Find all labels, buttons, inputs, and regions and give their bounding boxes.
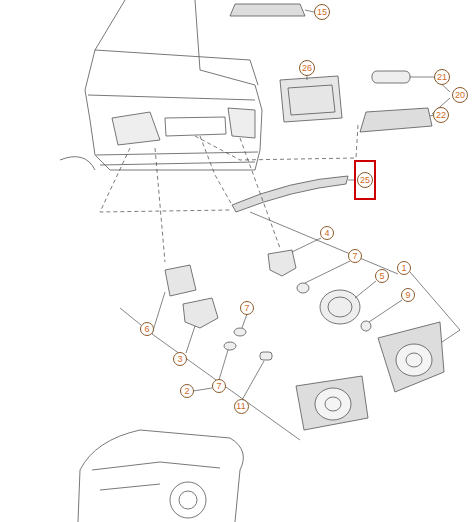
leader-line <box>355 281 376 298</box>
callout-number: 7 <box>244 304 249 313</box>
callout-number: 26 <box>299 60 315 76</box>
dash-line <box>195 125 358 160</box>
leader-line <box>242 361 264 400</box>
callout-number: 20 <box>452 87 468 103</box>
lamp-housing <box>296 376 368 430</box>
callout-number: 22 <box>436 111 446 120</box>
bulb-holder <box>268 250 296 276</box>
callout-number: 11 <box>234 399 249 414</box>
car-front <box>92 462 220 490</box>
callout-number: 9 <box>401 288 415 302</box>
car-front <box>78 430 243 522</box>
lamp-housing <box>396 344 432 376</box>
callout-number: 15 <box>314 4 330 20</box>
callout-number: 6 <box>140 322 154 336</box>
callout-number: 4 <box>324 229 329 238</box>
callout-number: 11 <box>236 402 245 411</box>
callout-number: 20 <box>455 91 465 100</box>
callout-number: 7 <box>352 252 357 261</box>
leader-line <box>250 212 460 342</box>
festoon-bulb <box>372 71 410 83</box>
callout-number: 26 <box>302 64 312 73</box>
leader-line <box>152 334 300 440</box>
callout-number: 7 <box>348 249 362 263</box>
wheel-arch <box>60 157 95 170</box>
wheel <box>170 482 206 518</box>
callout-number: 5 <box>375 269 389 283</box>
callout-number: 3 <box>173 352 187 366</box>
callout-number: 9 <box>405 291 410 300</box>
plate-lamp <box>360 108 432 132</box>
bulb-holder <box>183 298 218 328</box>
callout-number: 2 <box>184 387 189 396</box>
leader-line <box>305 10 314 12</box>
callout-number: 6 <box>144 325 149 334</box>
cover <box>165 265 196 296</box>
leader-line <box>242 314 247 328</box>
gasket <box>320 290 360 324</box>
bulb <box>224 342 236 350</box>
callout-number: 22 <box>433 107 449 123</box>
bulb <box>260 352 272 360</box>
tail-lamp <box>228 108 255 138</box>
leader-line <box>186 326 195 353</box>
callout-number: 2 <box>180 384 194 398</box>
callout-number: 1 <box>401 264 406 273</box>
leader-line <box>219 350 228 380</box>
lamp-housing <box>378 322 444 392</box>
callout-number: 4 <box>320 226 334 240</box>
leader-line <box>369 300 402 322</box>
dash-line <box>240 138 280 248</box>
callout-number: 15 <box>317 8 327 17</box>
callout-number: 21 <box>437 73 447 82</box>
bulb <box>234 328 246 336</box>
bulb <box>297 283 309 293</box>
callout-number: 25 <box>357 172 373 188</box>
callout-number: 25 <box>360 176 370 185</box>
callout-number: 7 <box>240 301 254 315</box>
plate-holder <box>280 76 342 122</box>
trunk-line <box>95 50 258 85</box>
trim-strip <box>232 176 348 212</box>
leader-line <box>305 261 350 283</box>
highlight-box <box>355 161 375 199</box>
callout-number: 1 <box>397 261 411 275</box>
tail-lamp <box>112 112 160 145</box>
dash-line <box>100 148 230 212</box>
leader-line <box>193 388 212 391</box>
gasket <box>328 297 352 317</box>
panel <box>230 4 305 16</box>
trunk-edge <box>88 95 255 100</box>
callout-number: 5 <box>379 272 384 281</box>
callout-number: 21 <box>434 69 450 85</box>
plate-recess <box>165 117 226 136</box>
lamp-housing <box>325 397 341 411</box>
dash-line <box>155 148 165 262</box>
callout-number: 7 <box>212 379 226 393</box>
callout-number: 7 <box>216 382 221 391</box>
lamp-housing <box>406 353 422 367</box>
wheel <box>179 491 197 509</box>
bumper <box>96 152 258 165</box>
callout-number: 3 <box>177 355 182 364</box>
dash-line <box>200 136 232 205</box>
plate-holder <box>288 85 335 115</box>
lamp-housing <box>315 388 351 420</box>
bulb <box>361 321 371 331</box>
car-rear <box>85 0 262 170</box>
